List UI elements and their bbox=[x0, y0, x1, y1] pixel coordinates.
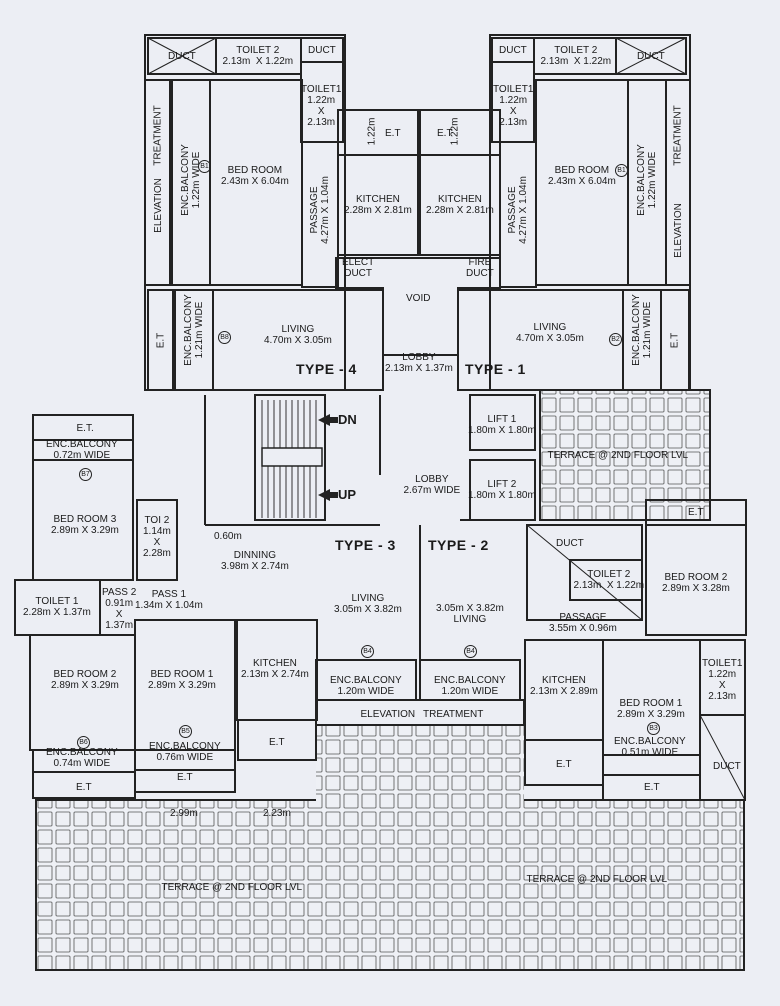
room-label-dinning: DINNING 3.98m X 2.74m bbox=[221, 550, 289, 572]
room-label-duct-tl: DUCT bbox=[168, 50, 196, 62]
room-label-toilet1-t4: TOILET1 1.22m X 2.13m bbox=[301, 84, 342, 128]
room-label-elevation-b: ELEVATION bbox=[360, 708, 416, 720]
vertical-label-et-t4-e: 1.22m bbox=[366, 117, 378, 145]
room-tag-b6: B6 bbox=[77, 736, 90, 749]
room-label-bed2-t2: BED ROOM 2 2.89m X 3.28m bbox=[662, 572, 730, 594]
terrace-bottom bbox=[35, 799, 745, 971]
room-label-encbal-b4r: ENC.BALCONY 1.20m WIDE bbox=[434, 675, 506, 697]
room-label-et-t4-top: E.T bbox=[385, 127, 401, 139]
room-label-duct-t2: DUCT bbox=[556, 537, 584, 549]
room-label-toilet1-t3: TOILET 1 2.28m X 1.37m bbox=[23, 596, 91, 618]
terrace-right bbox=[539, 389, 711, 521]
room-label-living-t2: 3.05m X 3.82m LIVING bbox=[436, 603, 504, 625]
room-label-et-t3-top: E.T. bbox=[76, 422, 94, 434]
room-label-toilet2-t4: TOILET 2 2.13m X 1.22m bbox=[222, 45, 294, 67]
room-label-kitchen-t4: KITCHEN 2.28m X 2.81m bbox=[344, 194, 412, 216]
room-label-bed-t1: BED ROOM 2.43m X 6.04m bbox=[548, 165, 616, 187]
stair-down-label: DN bbox=[338, 412, 357, 427]
room-tag-b8: B8 bbox=[218, 331, 231, 344]
room-label-living-t1: LIVING 4.70m X 3.05m bbox=[516, 322, 584, 344]
vertical-label-passage-t4: PASSAGE 4.27m X 1.04m bbox=[308, 176, 331, 244]
room-tag-b4: B4 bbox=[361, 645, 374, 658]
room-label-bed2-t3: BED ROOM 2 2.89m X 3.29m bbox=[51, 669, 119, 691]
room-label-encbal-b7: ENC.BALCONY 0.72m WIDE bbox=[46, 439, 118, 461]
room-tag-b5: B5 bbox=[179, 725, 192, 738]
type-2-label: TYPE - 2 bbox=[428, 537, 489, 553]
room-tag-b3: B3 bbox=[647, 722, 660, 735]
room-label-duct-t4b: DUCT bbox=[308, 44, 336, 56]
room-label-terrace-r: TERRACE @ 2ND FLOOR LVL bbox=[547, 449, 689, 461]
stair-up-label: UP bbox=[338, 487, 357, 502]
room-tag-b2: B2 bbox=[609, 333, 622, 346]
room-label-dim-060: 0.60m bbox=[214, 530, 242, 542]
terrace-bottom-upper bbox=[316, 725, 524, 803]
room-label-toilet2-t1: TOILET 2 2.13m X 1.22m bbox=[540, 45, 612, 67]
room-label-lift2: LIFT 2 1.80m X 1.80m bbox=[468, 479, 536, 501]
room-label-et-k2: E.T bbox=[556, 758, 572, 770]
room-label-duct-tr: DUCT bbox=[637, 50, 665, 62]
room-label-et-t2-top: E.T bbox=[688, 506, 704, 518]
room-tag-b4: B4 bbox=[464, 645, 477, 658]
room-label-toilet1-t1: TOILET1 1.22m X 2.13m bbox=[493, 84, 534, 128]
vertical-label-passage-t1: PASSAGE 4.27m X 1.04m bbox=[506, 176, 529, 244]
room-label-duct-t1a: DUCT bbox=[499, 44, 527, 56]
room-label-passage-t2: PASSAGE 3.55m X 0.96m bbox=[549, 612, 617, 634]
room-label-bed1-t3: BED ROOM 1 2.89m X 3.29m bbox=[148, 669, 216, 691]
room-label-lobby-mid: LOBBY 2.67m WIDE bbox=[403, 474, 461, 496]
room-label-lift1: LIFT 1 1.80m X 1.80m bbox=[468, 414, 536, 436]
type-1-label: TYPE - 1 bbox=[465, 361, 526, 377]
room-label-fire-duct: FIRE DUCT bbox=[466, 257, 494, 279]
room-label-et-b3: E.T bbox=[644, 781, 660, 793]
room-label-dim-299: 2.99m bbox=[170, 807, 198, 819]
room-label-living-t4: LIVING 4.70m X 3.05m bbox=[264, 324, 332, 346]
room-label-lobby-top: LOBBY 2.13m X 1.37m bbox=[385, 352, 453, 374]
room-label-encbal-b3: ENC.BALCONY 0.51m WIDE bbox=[614, 736, 686, 758]
room-label-elec-duct: ELECT DUCT bbox=[342, 257, 375, 279]
type-3-label: TYPE - 3 bbox=[335, 537, 396, 553]
room-tag-b1: B1 bbox=[615, 164, 628, 177]
vertical-label-treat-t1: TREATMENT bbox=[672, 104, 684, 166]
room-label-void: VOID bbox=[406, 292, 431, 304]
room-label-et-b5: E.T bbox=[177, 771, 193, 783]
vertical-label-et-t1-right: E.T bbox=[669, 332, 681, 348]
room-label-kitchen-t3: KITCHEN 2.13m X 2.74m bbox=[241, 658, 309, 680]
vertical-label-elev-t4: ELEVATION bbox=[152, 177, 164, 233]
vertical-label-encbal-b2: ENC.BALCONY 1.21m WIDE bbox=[630, 294, 653, 366]
room-label-et-k3: E.T bbox=[269, 736, 285, 748]
vertical-label-et-t4-left: E.T bbox=[155, 332, 167, 348]
room-label-bed1-t2: BED ROOM 1 2.89m X 3.29m bbox=[617, 698, 685, 720]
vertical-label-et-t1-e: 1.22m bbox=[449, 117, 461, 145]
room-label-treatment-b: TREATMENT bbox=[423, 708, 484, 720]
room-label-terrace-bl: TERRACE @ 2ND FLOOR LVL bbox=[161, 881, 303, 893]
room-label-bed3-t3: BED ROOM 3 2.89m X 3.29m bbox=[51, 514, 119, 536]
vertical-label-encbal-t4: ENC.BALCONY 1.22m WIDE bbox=[179, 144, 202, 216]
room-label-living-t3: LIVING 3.05m X 3.82m bbox=[334, 593, 402, 615]
room-label-terrace-br: TERRACE @ 2ND FLOOR LVL bbox=[526, 873, 668, 885]
room-label-encbal-b5: ENC.BALCONY 0.76m WIDE bbox=[149, 741, 221, 763]
vertical-label-elev-t1: ELEVATION bbox=[672, 202, 684, 258]
vertical-label-treat-t4: TREATMENT bbox=[152, 104, 164, 166]
staircase bbox=[254, 394, 326, 521]
room-label-dim-223: 2.23m bbox=[263, 807, 291, 819]
vertical-label-encbal-b8: ENC.BALCONY 1.21m WIDE bbox=[182, 294, 205, 366]
room-label-encbal-b6: ENC.BALCONY 0.74m WIDE bbox=[46, 747, 118, 769]
room-label-toilet2-t2: TOILET 2 2.13m X 1.22m bbox=[573, 569, 645, 591]
room-label-kitchen-t2: KITCHEN 2.13m X 2.89m bbox=[530, 675, 598, 697]
vertical-label-encbal-t1: ENC.BALCONY 1.22m WIDE bbox=[635, 144, 658, 216]
room-label-et-b6: E.T bbox=[76, 781, 92, 793]
room-tag-b7: B7 bbox=[79, 468, 92, 481]
room-label-pass2: PASS 2 0.91m X 1.37m bbox=[102, 587, 137, 631]
room-label-et-t1-top: E.T bbox=[437, 127, 453, 139]
room-label-encbal-b4l: ENC.BALCONY 1.20m WIDE bbox=[330, 675, 402, 697]
room-label-pass1: PASS 1 1.34m X 1.04m bbox=[135, 589, 203, 611]
room-label-duct-br: DUCT bbox=[713, 760, 741, 772]
room-label-toi2-t3: TOI 2 1.14m X 2.28m bbox=[143, 515, 171, 559]
room-label-kitchen-t1: KITCHEN 2.28m X 2.81m bbox=[426, 194, 494, 216]
room-label-toilet1-t2: TOILET1 1.22m X 2.13m bbox=[702, 658, 743, 702]
type-4-label: TYPE - 4 bbox=[296, 361, 357, 377]
room-label-bed-t4: BED ROOM 2.43m X 6.04m bbox=[221, 165, 289, 187]
room-tag-b1: B1 bbox=[198, 160, 211, 173]
